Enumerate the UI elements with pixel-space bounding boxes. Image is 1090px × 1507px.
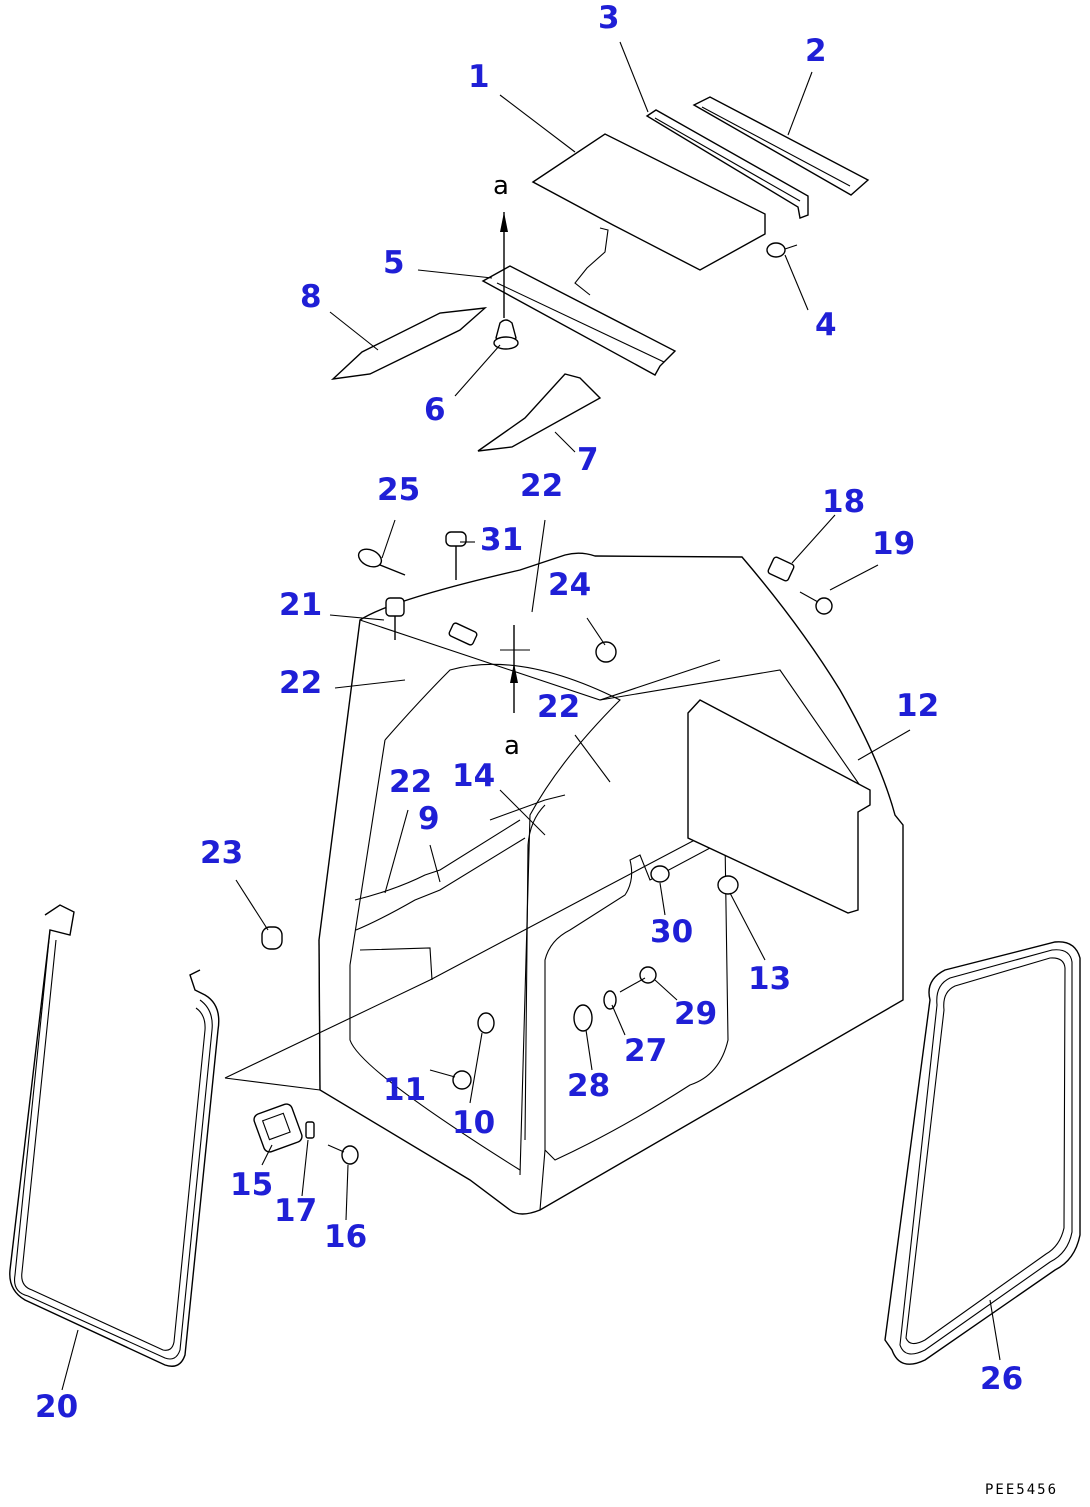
part-2-strip [692, 96, 870, 196]
callout-19: 19 [872, 526, 916, 562]
callout-1: 1 [468, 59, 490, 95]
callout-22-a: 22 [520, 468, 564, 504]
callout-7: 7 [577, 442, 599, 478]
callout-16: 16 [324, 1219, 368, 1255]
callout-22-b: 22 [279, 665, 323, 701]
callout-25: 25 [377, 472, 421, 508]
part-8-trim [330, 307, 488, 380]
part-1-headliner [531, 133, 766, 271]
callout-11: 11 [383, 1072, 427, 1108]
part-21-bolt [385, 597, 405, 617]
callout-31: 31 [480, 522, 524, 558]
part-16-screw [341, 1145, 359, 1165]
callout-28: 28 [567, 1068, 611, 1104]
part-28-plate [573, 1004, 593, 1032]
callout-8: 8 [300, 279, 322, 315]
callout-15: 15 [230, 1167, 274, 1203]
callout-21: 21 [279, 587, 323, 623]
part-23-cap [261, 926, 283, 950]
part-11-screw [452, 1070, 472, 1090]
callout-6: 6 [424, 392, 446, 428]
part-26-seal [884, 941, 1081, 1365]
callout-23: 23 [200, 835, 244, 871]
callout-10: 10 [452, 1105, 496, 1141]
drawing-code: PEE5456 [985, 1482, 1059, 1498]
part-27-washer [603, 990, 617, 1010]
part-10-plug [477, 1012, 495, 1034]
view-ref-a-upper: a [493, 171, 509, 201]
callout-12: 12 [896, 688, 940, 724]
callout-14: 14 [452, 758, 496, 794]
part-7-trim [477, 373, 602, 452]
part-15-pad [253, 1103, 303, 1153]
part-17-washer [305, 1121, 315, 1139]
callout-5: 5 [383, 245, 405, 281]
callout-2: 2 [805, 33, 827, 69]
callout-30: 30 [650, 914, 694, 950]
callout-22-d: 22 [389, 764, 433, 800]
view-ref-a-lower: a [504, 731, 520, 761]
part-24-plug [595, 641, 617, 663]
part-5-strip [481, 265, 677, 376]
part-13-plug [717, 875, 739, 895]
callout-20: 20 [35, 1389, 79, 1425]
callout-4: 4 [815, 307, 837, 343]
callout-3: 3 [598, 0, 620, 36]
callout-18: 18 [822, 484, 866, 520]
callout-9: 9 [418, 801, 440, 837]
callout-24: 24 [548, 567, 592, 603]
callout-22-c: 22 [537, 689, 581, 725]
callout-27: 27 [624, 1033, 668, 1069]
part-31-bolt [445, 531, 467, 547]
part-4-clip [766, 242, 786, 258]
part-12-panel [687, 699, 871, 914]
part-25-bolt [357, 548, 383, 568]
part-29-bolt [639, 966, 657, 984]
callout-26: 26 [980, 1361, 1024, 1397]
cab-body-outline [318, 552, 904, 1215]
part-18-bracket [767, 556, 795, 582]
part-19-screw [815, 597, 833, 615]
callout-17: 17 [274, 1193, 318, 1229]
part-30-plug [650, 865, 670, 883]
callout-29: 29 [674, 996, 718, 1032]
callout-13: 13 [748, 961, 792, 997]
part-20-seal [9, 904, 220, 1367]
